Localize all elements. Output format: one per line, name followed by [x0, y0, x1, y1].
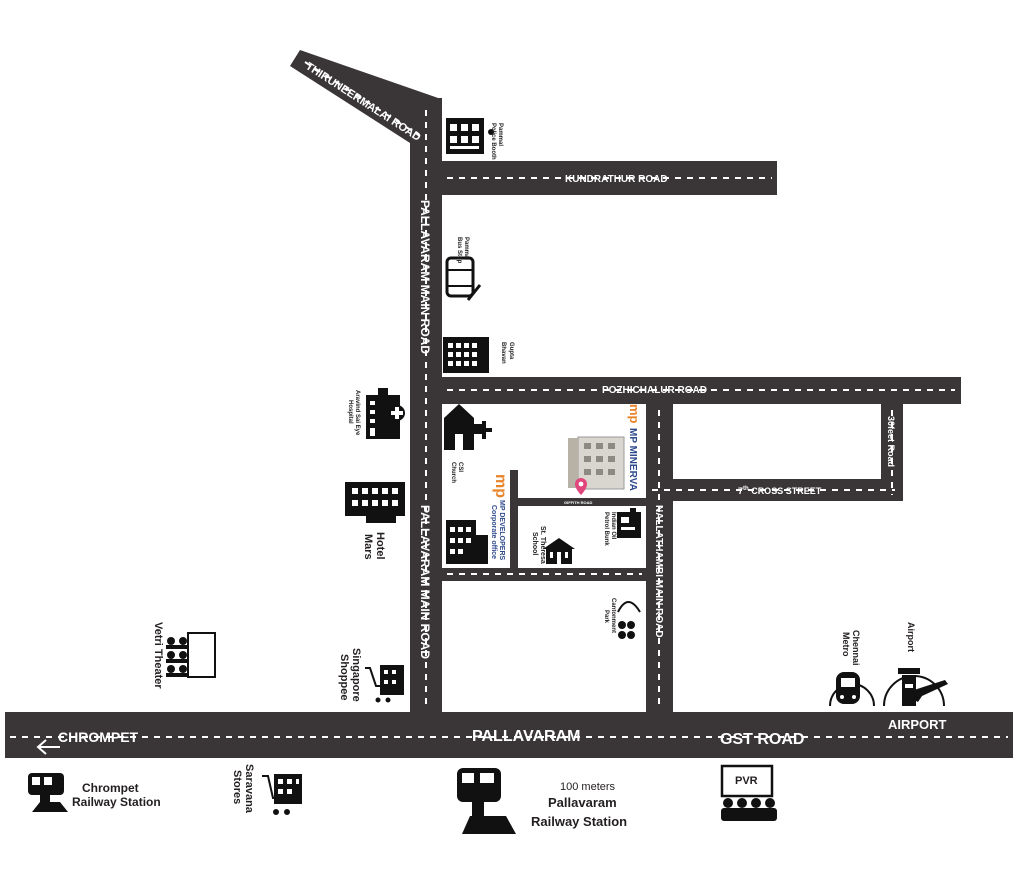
road-centerlines: [10, 61, 1008, 738]
pallavaram-station-label-2: Railway Station: [531, 814, 627, 829]
mp-minerva-logo: mp: [627, 404, 642, 424]
chennai-metro-label-1: Chennai: [851, 630, 861, 666]
theater-icon: [166, 632, 216, 678]
road-label-giffith: GIFFITH ROAD: [564, 500, 593, 505]
gupta-bhavan: Gupta Bhavan: [443, 337, 514, 373]
indian-oil-label-1: Indian Oil: [610, 512, 616, 540]
hyder-street: [510, 470, 518, 576]
police-booth-label-2: Police Booth: [490, 123, 496, 160]
road-label-gst: GST ROAD: [720, 731, 804, 748]
place-label-airport: AIRPORT: [888, 717, 947, 732]
vetri-theater: Vetri Theater: [152, 622, 216, 689]
pallavaram-station-label-1: Pallavaram: [548, 795, 617, 810]
park-icon: [617, 601, 641, 639]
gupta-bhavan-label-2: Bhavan: [500, 342, 506, 364]
bus-stop: Pammal Bus Stop: [445, 237, 482, 301]
airport-label: Airport: [906, 622, 916, 652]
arrow-left-icon: [36, 739, 60, 755]
hotel-icon: [345, 482, 405, 523]
saravana-stores: Saravana Stores: [231, 764, 302, 815]
giffith-road: [512, 498, 646, 506]
csi-church-label-1: CSI: [457, 462, 463, 472]
hotel-mars: Hotel Mars: [345, 482, 405, 560]
road-label-pallavaram-main-top: PALLAVARAM MAIN ROAD: [418, 200, 432, 354]
bus-stop-label-2: Bus Stop: [456, 237, 462, 264]
metro-train-icon: [829, 672, 875, 707]
gst-road: [5, 712, 1013, 758]
road-network: [5, 50, 1013, 758]
thirty-feet-road: [881, 404, 903, 501]
road-label-nallathambi: NALLATHAMBI MAIN ROAD: [653, 505, 664, 638]
airport-icon: [883, 668, 948, 707]
thiruneermalai-road: [290, 50, 441, 143]
location-pin-icon: [575, 478, 587, 495]
road-label-seventh-cross: 7th CROSS STREET: [738, 486, 822, 496]
chrompet-station: Chrompet Railway Station: [28, 773, 161, 812]
saravana-label-1: Saravana: [243, 764, 255, 814]
train-icon-large: [457, 768, 516, 834]
pvr-cinema: PVR: [720, 764, 777, 821]
gupta-bhavan-label-1: Gupta: [508, 342, 514, 360]
vetri-theater-label: Vetri Theater: [152, 622, 164, 689]
police-booth: Pammal Police Booth: [446, 118, 503, 160]
singapore-shoppee-label-2: Shoppee: [338, 654, 350, 700]
road-label-pallavaram-main-bottom: PALLAVARAM MAIN ROAD: [418, 505, 432, 659]
st-theresa-school: St. Theresa School: [531, 526, 575, 564]
csi-church: CSI Church: [444, 404, 492, 483]
pallavaram-station: 100 meters Pallavaram Railway Station: [457, 768, 627, 834]
pvr-label: PVR: [735, 775, 758, 787]
mp-developers-label-2: Corporate office: [490, 505, 497, 559]
cantonment-park: Cantonment Park: [603, 598, 641, 639]
indian-oil-label-2: Petrol Bunk: [603, 512, 609, 546]
mp-developers-office: mp MP DEVELOPERS Corporate office: [446, 474, 509, 564]
school-icon: [543, 538, 575, 564]
singapore-shoppee-label-1: Singapore: [350, 648, 362, 702]
shopping-cart-icon: [262, 774, 302, 815]
church-icon: [444, 404, 492, 450]
st-theresa-label-2: School: [531, 532, 538, 555]
mp-developers-logo: mp: [492, 474, 509, 498]
cantonment-park-label-1: Cantonment: [610, 598, 616, 633]
saravana-label-2: Stores: [231, 770, 243, 804]
chennai-metro: Chennai Metro: [829, 630, 875, 707]
bus-stop-label-1: Pammal: [463, 237, 469, 260]
fuel-pump-icon: [617, 508, 641, 538]
place-label-chrompet: CHROMPET: [58, 729, 139, 745]
road-label-kundrathur: KUNDRATHUR ROAD: [565, 174, 668, 185]
singapore-shoppee: Singapore Shoppee: [338, 648, 404, 703]
chrompet-station-label-1: Chrompet: [82, 781, 139, 795]
shopping-building-icon: [365, 665, 404, 703]
train-icon: [28, 773, 68, 812]
bus-icon: [445, 256, 482, 301]
indian-oil: Indian Oil Petrol Bunk: [603, 508, 641, 546]
hospital-icon: [366, 388, 405, 439]
police-building-icon: [446, 118, 494, 154]
road-label-pozhichalur: POZHICHALUR ROAD: [602, 385, 707, 396]
pallavaram-main-road: [410, 98, 442, 714]
csi-church-label-2: Church: [450, 462, 456, 483]
hospital-label-1: Aravind Sai Eye: [354, 390, 360, 436]
mp-developers-label-1: MP DEVELOPERS: [498, 500, 505, 560]
hotel-building-icon: [443, 337, 489, 373]
cantonment-park-label-2: Park: [603, 610, 609, 624]
office-building-icon: [446, 520, 488, 564]
place-label-pallavaram: PALLAVARAM: [472, 728, 580, 745]
cinema-icon: [720, 764, 777, 821]
mp-minerva: mp MP MINERVA: [568, 404, 642, 495]
st-theresa-label-1: St. Theresa: [539, 526, 546, 564]
pallavaram-station-distance: 100 meters: [560, 781, 616, 793]
chennai-metro-label-2: Metro: [841, 632, 851, 657]
hotel-mars-label-1: Hotel: [374, 532, 386, 560]
hotel-mars-label-2: Mars: [362, 534, 374, 560]
airport: Airport: [883, 622, 948, 707]
mp-minerva-label: MP MINERVA: [627, 428, 638, 491]
chrompet-station-label-2: Railway Station: [72, 795, 161, 809]
road-label-thirty-feet: 30feet Road: [886, 416, 896, 467]
hospital-label-2: Hospital: [347, 400, 353, 424]
aravind-hospital: Aravind Sai Eye Hospital: [347, 388, 405, 439]
police-booth-label-1: Pammal: [497, 123, 503, 146]
